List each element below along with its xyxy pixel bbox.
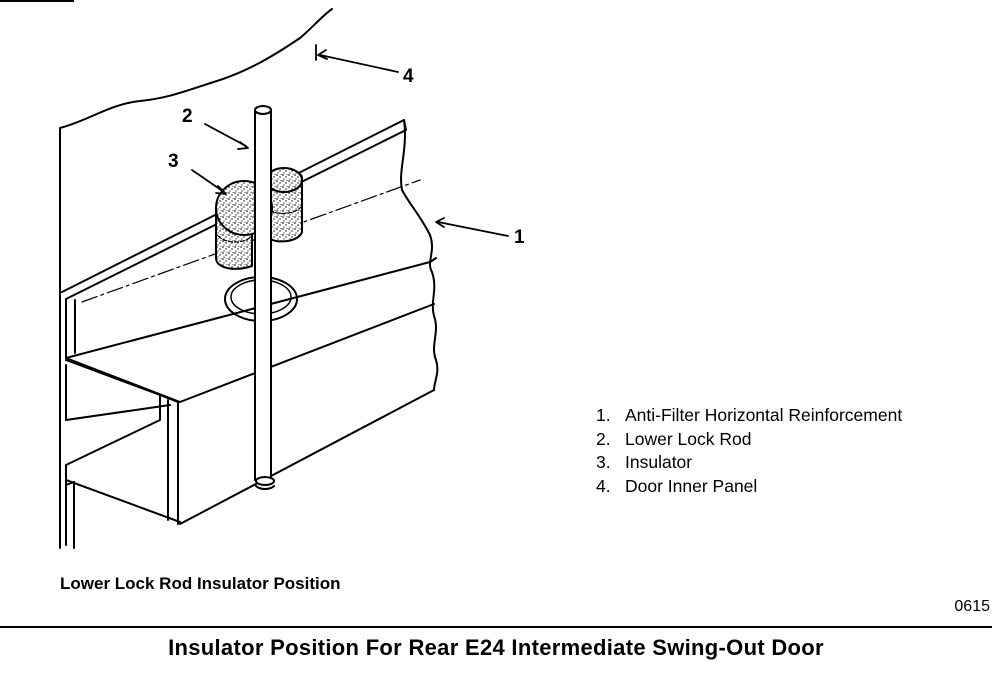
callout-4: 4: [403, 66, 414, 87]
divider-rule: [0, 626, 992, 628]
legend-text: Anti-Filter Horizontal Reinforcement: [625, 405, 903, 425]
corner-mark: [0, 0, 74, 2]
figure-number: 0615: [954, 598, 990, 615]
legend-text: Lower Lock Rod: [625, 428, 752, 449]
legend-item: 3. Insulator: [596, 451, 902, 475]
reinforcement-channel: [61, 119, 439, 549]
parts-legend: 1. Anti-Filter Horizontal Reinforcement 2…: [596, 404, 902, 498]
legend-item: 2. Lower Lock Rod: [596, 428, 902, 452]
legend-text: Insulator: [625, 452, 693, 472]
page-title: Insulator Position For Rear E24 Intermed…: [168, 635, 824, 660]
callout-1: 1: [514, 227, 525, 248]
legend-number: 1.: [596, 405, 611, 425]
door-assembly-illustration: [59, 8, 509, 549]
callout-2: 2: [182, 106, 193, 127]
legend-text: Door Inner Panel: [625, 475, 758, 496]
legend-number: 4.: [596, 475, 611, 496]
leader-lines: [191, 44, 509, 237]
legend-item: 1. Anti-Filter Horizontal Reinforcement: [596, 404, 902, 428]
lower-lock-rod: [254, 105, 275, 490]
legend-number: 2.: [596, 428, 611, 449]
legend-number: 3.: [596, 452, 611, 472]
callout-3: 3: [168, 151, 179, 172]
legend-item: 4. Door Inner Panel: [596, 475, 902, 499]
door-inner-panel: [59, 8, 333, 549]
figure-caption: Lower Lock Rod Insulator Position: [60, 574, 341, 593]
